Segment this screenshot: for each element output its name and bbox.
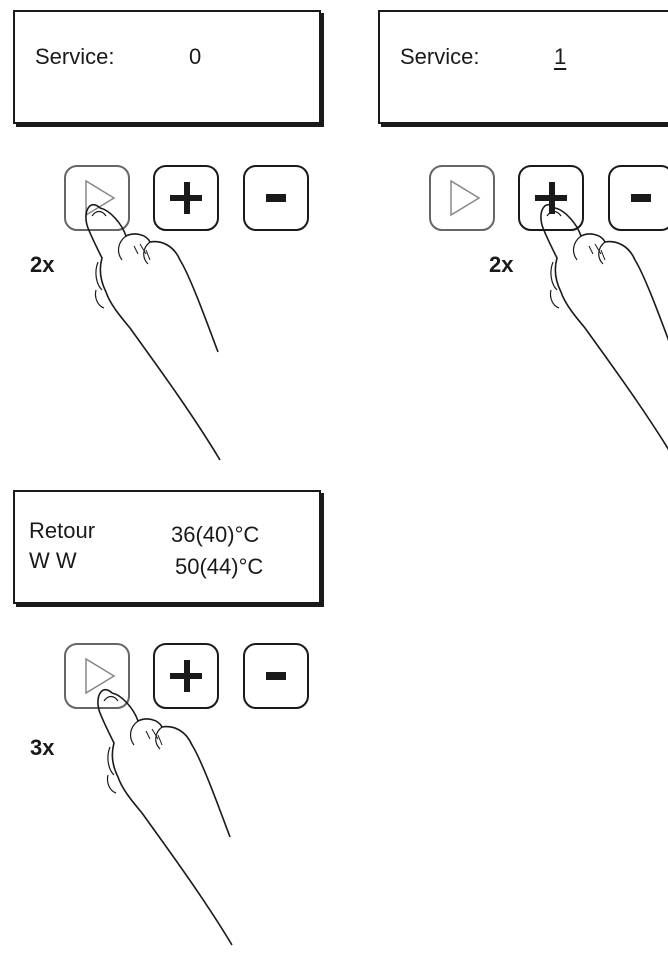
minus-button[interactable] — [243, 643, 309, 709]
next-button[interactable] — [64, 165, 130, 231]
next-button[interactable] — [429, 165, 495, 231]
plus-button[interactable] — [153, 643, 219, 709]
minus-icon — [631, 194, 651, 202]
lcd-display: Service: 1 — [378, 10, 668, 124]
lcd-display: Service: 0 — [13, 10, 321, 124]
plus-icon — [535, 182, 567, 214]
minus-icon — [266, 672, 286, 680]
play-triangle-icon — [450, 179, 481, 217]
press-count-label: 2x — [30, 252, 55, 277]
lcd-line1-value: 36(40)°C — [171, 522, 260, 547]
step-panel-3: Retour 36(40)°C W W 50(44)°C 3x — [0, 485, 330, 946]
lcd-line1-label: Service: — [400, 44, 480, 69]
press-count-label: 3x — [30, 735, 55, 760]
lcd-line2-value: 50(44)°C — [175, 554, 264, 579]
lcd-line1-value: 0 — [189, 44, 202, 69]
pointing-hand-icon — [97, 688, 233, 946]
minus-icon — [266, 194, 286, 202]
minus-button[interactable] — [243, 165, 309, 231]
play-triangle-icon — [85, 179, 116, 217]
step-panel-2: Service: 1 2x — [365, 0, 668, 470]
lcd-line1-value: 1 — [554, 44, 567, 69]
minus-button[interactable] — [608, 165, 668, 231]
lcd-line1-label: Service: — [35, 44, 115, 69]
lcd-line2-label: W W — [29, 548, 77, 573]
step-panel-1: Service: 0 2x — [0, 0, 330, 470]
plus-button[interactable] — [153, 165, 219, 231]
plus-icon — [170, 182, 202, 214]
plus-button[interactable] — [518, 165, 584, 231]
plus-icon — [170, 660, 202, 692]
next-button[interactable] — [64, 643, 130, 709]
lcd-line1-label: Retour — [29, 518, 96, 543]
lcd-display: Retour 36(40)°C W W 50(44)°C — [13, 490, 321, 604]
play-triangle-icon — [85, 657, 116, 695]
press-count-label: 2x — [489, 252, 514, 277]
